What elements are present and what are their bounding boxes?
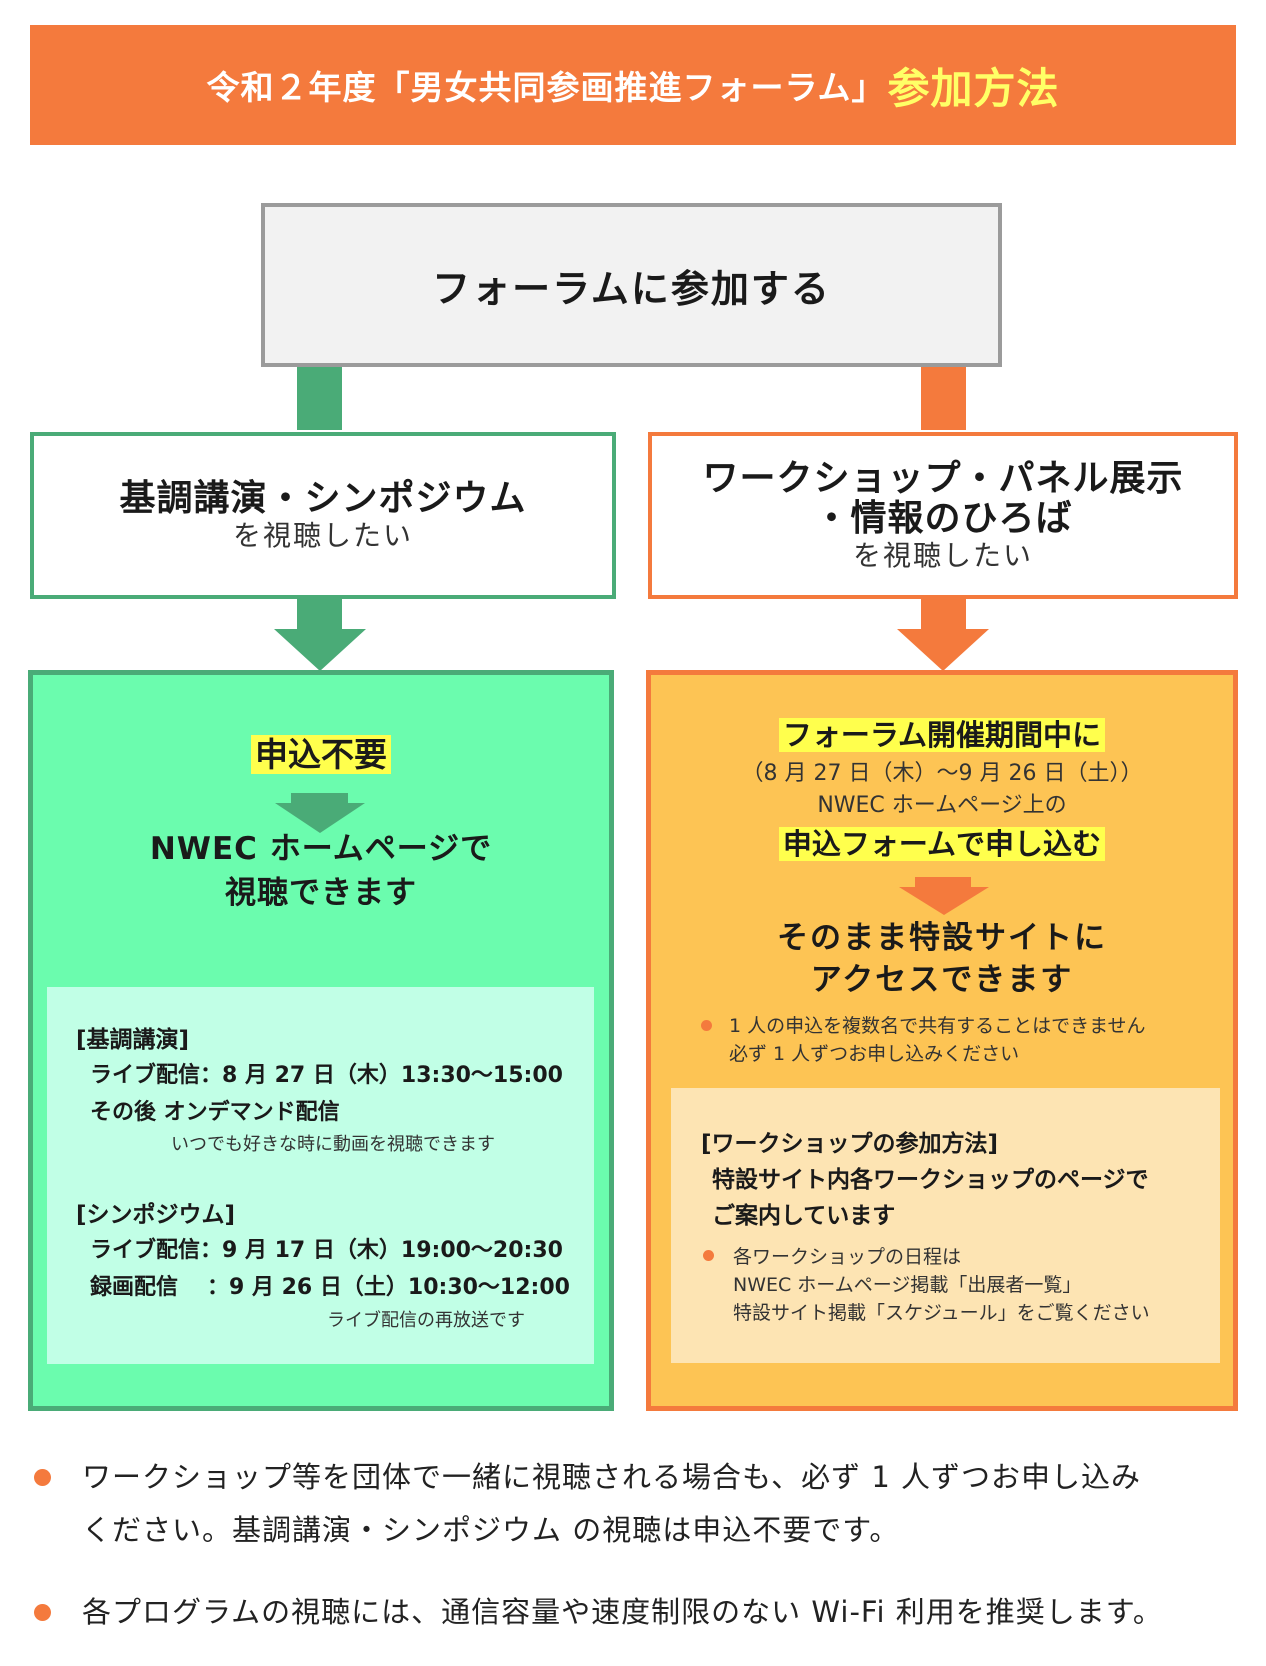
bullet-icon <box>701 1020 712 1031</box>
symposium-heading: [シンポジウム] <box>76 1202 236 1228</box>
workshop-line2: ご案内しています <box>712 1203 896 1229</box>
workshop-box <box>671 1088 1220 1363</box>
keynote-note: いつでも好きな時に動画を視聴できます <box>171 1134 495 1155</box>
right-result: そのまま特設サイトに アクセスできます <box>646 917 1238 1001</box>
left-connector <box>297 367 342 430</box>
keynote-after: その後 オンデマンド配信 <box>90 1100 340 1125</box>
right-result-line2: アクセスできます <box>810 962 1074 998</box>
left-result-line1: NWEC ホームページで <box>149 831 493 867</box>
right-arrow-head <box>897 629 989 671</box>
no-application-label: 申込不要 <box>28 733 614 777</box>
bullet-icon <box>34 1604 51 1621</box>
workshop-note-line1: 各ワークショップの日程は <box>733 1246 962 1268</box>
apply-form-label: 申込フォームで申し込む <box>646 824 1238 864</box>
left-result: NWEC ホームページで 視聴できます <box>28 827 614 915</box>
left-choice-title: 基調講演・シンポジウム <box>119 477 527 519</box>
right-choice-title-1: ワークショップ・パネル展示 <box>702 457 1184 499</box>
left-result-line2: 視聴できます <box>225 875 417 911</box>
symposium-live: ライブ配信：9 月 17 日（木）19:00〜20:30 <box>90 1238 563 1263</box>
right-inner-arrow-shaft <box>915 877 971 887</box>
workshop-heading: [ワークショップの参加方法] <box>701 1131 999 1157</box>
title-prefix: 令和２年度「男女共同参画推進フォーラム」 <box>206 68 886 107</box>
forum-period: （8 月 27 日（木）〜9 月 26 日（土）） <box>741 761 1143 786</box>
right-result-line1: そのまま特設サイトに <box>777 920 1107 956</box>
no-application-text: 申込不要 <box>251 735 391 774</box>
keynote-heading: [基調講演] <box>76 1027 190 1053</box>
right-arrow-shaft <box>921 599 966 629</box>
right-choice-sub: を視聴したい <box>852 538 1033 572</box>
workshop-line1: 特設サイト内各ワークショップのページで <box>712 1167 1149 1193</box>
right-connector <box>921 367 966 430</box>
left-arrow-head <box>274 629 366 671</box>
left-choice-sub: を視聴したい <box>232 518 413 552</box>
during-forum-text: フォーラム開催期間中に <box>778 718 1106 752</box>
right-note-line2: 必ず 1 人ずつお申し込みください <box>729 1043 1020 1065</box>
bullet-icon <box>703 1250 714 1261</box>
workshop-note-line2: NWEC ホームページ掲載「出展者一覧」 <box>733 1274 1082 1296</box>
right-choice-title-2: ・情報のひろば <box>813 497 1073 539</box>
title-banner: 令和２年度「男女共同参画推進フォーラム」 参加方法 <box>30 25 1236 145</box>
apply-form-text: 申込フォームで申し込む <box>778 827 1106 861</box>
title-highlight: 参加方法 <box>887 63 1060 113</box>
footer-item-2: 各プログラムの視聴には、通信容量や速度制限のない Wi-Fi 利用を推奨します。 <box>82 1595 1163 1629</box>
right-inner-arrow-head <box>899 887 989 915</box>
during-forum-label: フォーラム開催期間中に <box>646 715 1238 755</box>
join-forum-box: フォーラムに参加する <box>261 203 1002 367</box>
symposium-rec-label: 録画配信 <box>90 1275 179 1300</box>
bullet-icon <box>34 1469 51 1486</box>
workshop-note-line3: 特設サイト掲載「スケジュール」をご覧ください <box>733 1302 1150 1324</box>
symposium-note: ライブ配信の再放送です <box>327 1310 525 1331</box>
right-choice-box: ワークショップ・パネル展示 ・情報のひろば を視聴したい <box>648 432 1238 599</box>
keynote-live: ライブ配信：8 月 27 日（木）13:30〜15:00 <box>90 1063 563 1088</box>
left-schedule-box <box>47 987 594 1364</box>
left-inner-arrow-head <box>275 803 365 833</box>
footer-item-1-line1: ワークショップ等を団体で一緒に視聴される場合も、必ず 1 人ずつお申し込み <box>82 1460 1142 1494</box>
forum-site: NWEC ホームページ上の <box>817 793 1067 818</box>
join-forum-label: フォーラムに参加する <box>432 266 831 311</box>
right-note-line1: 1 人の申込を複数名で共有することはできません <box>729 1015 1146 1037</box>
symposium-rec-value: ：9 月 26 日（土）10:30〜12:00 <box>207 1275 570 1300</box>
left-arrow-shaft <box>297 599 342 629</box>
left-inner-arrow-shaft <box>291 793 348 803</box>
footer-item-1-line2: ください。基調講演・シンポジウム の視聴は申込不要です。 <box>82 1513 900 1547</box>
footer-item-1: ワークショップ等を団体で一緒に視聴される場合も、必ず 1 人ずつお申し込み くだ… <box>82 1451 1242 1557</box>
left-choice-box: 基調講演・シンポジウム を視聴したい <box>30 432 616 599</box>
